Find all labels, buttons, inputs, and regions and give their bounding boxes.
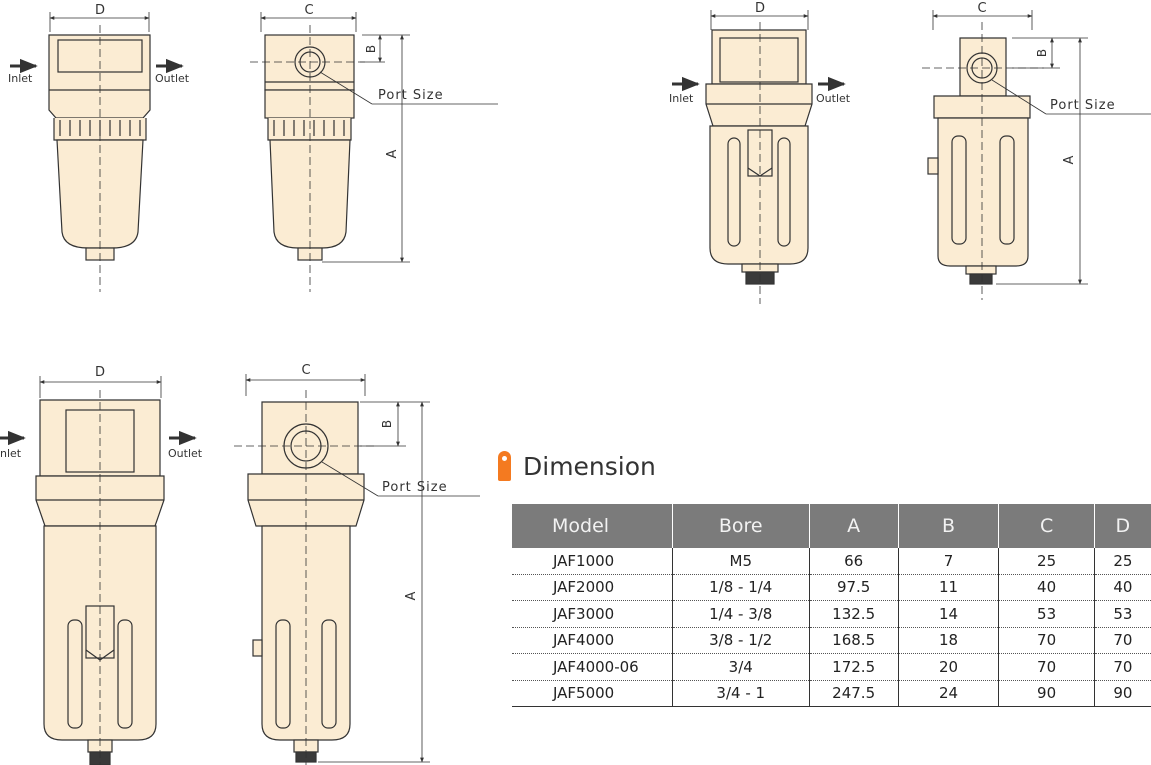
- cell-d: 40: [1094, 574, 1151, 601]
- table-row: JAF2000 1/8 - 1/4 97.5 11 40 40: [512, 574, 1151, 601]
- cell-model: JAF5000: [512, 680, 673, 707]
- cell-bore: 3/4: [672, 653, 810, 681]
- cell-a: 247.5: [809, 680, 899, 707]
- inlet-label: Inlet: [8, 72, 33, 85]
- dim-b-label: B: [1035, 49, 1049, 57]
- section-title: Dimension: [523, 451, 656, 481]
- accent-marker: [498, 451, 511, 481]
- dimension-table: Model Bore A B C D JAF1000 M5 66 7 25 25…: [512, 504, 1151, 707]
- outlet-label: Outlet: [168, 447, 203, 460]
- cell-c: 40: [998, 574, 1095, 601]
- inlet-label: nlet: [0, 447, 22, 460]
- cell-b: 11: [898, 574, 1000, 601]
- cell-a: 172.5: [809, 653, 899, 681]
- outlet-label: Outlet: [816, 92, 851, 105]
- cell-b: 20: [898, 653, 1000, 681]
- cell-b: 18: [898, 627, 1000, 654]
- cell-b: 14: [898, 600, 1000, 628]
- dim-c-label: C: [301, 363, 310, 378]
- cell-c: 90: [998, 680, 1095, 707]
- cell-model: JAF1000: [512, 548, 673, 575]
- dim-d-label: D: [95, 365, 105, 380]
- table-row: JAF3000 1/4 - 3/8 132.5 14 53 53: [512, 600, 1151, 628]
- filter-large-side-view: [234, 374, 480, 765]
- cell-c: 70: [998, 627, 1095, 654]
- dim-b-label: B: [380, 420, 394, 428]
- cell-d: 70: [1094, 653, 1151, 681]
- table-header-row: Model Bore A B C D: [512, 504, 1151, 548]
- cell-d: 90: [1094, 680, 1151, 707]
- cell-d: 25: [1094, 548, 1151, 575]
- cell-model: JAF4000: [512, 627, 673, 654]
- table-row: JAF1000 M5 66 7 25 25: [512, 548, 1151, 575]
- filter-small-front-view: [48, 12, 151, 292]
- header-c: C: [998, 504, 1095, 548]
- cell-b: 24: [898, 680, 1000, 707]
- dim-d-label: D: [755, 1, 765, 16]
- dim-d-label: D: [95, 3, 105, 18]
- header-a: A: [809, 504, 899, 548]
- table-row: JAF4000 3/8 - 1/2 168.5 18 70 70: [512, 627, 1151, 654]
- cell-b: 7: [898, 548, 1000, 575]
- cell-a: 66: [809, 548, 899, 575]
- cell-c: 25: [998, 548, 1095, 575]
- header-d: D: [1094, 504, 1151, 548]
- inlet-label: Inlet: [669, 92, 694, 105]
- cell-model: JAF2000: [512, 574, 673, 601]
- port-size-label: Port Size: [1050, 98, 1116, 113]
- cell-d: 53: [1094, 600, 1151, 628]
- cell-c: 70: [998, 653, 1095, 681]
- dim-a-label: A: [385, 149, 400, 158]
- cell-bore: 3/4 - 1: [672, 680, 810, 707]
- section-heading: Dimension: [498, 448, 656, 484]
- port-size-label: Port Size: [378, 88, 444, 103]
- cell-c: 53: [998, 600, 1095, 628]
- table-row: JAF5000 3/4 - 1 247.5 24 90 90: [512, 680, 1151, 707]
- cell-a: 168.5: [809, 627, 899, 654]
- filter-medium-side-view: [922, 10, 1151, 300]
- cell-bore: 3/8 - 1/2: [672, 627, 810, 654]
- cell-bore: 1/8 - 1/4: [672, 574, 810, 601]
- cell-d: 70: [1094, 627, 1151, 654]
- header-b: B: [898, 504, 1000, 548]
- cell-bore: 1/4 - 3/8: [672, 600, 810, 628]
- header-bore: Bore: [672, 504, 810, 548]
- dim-a-label: A: [404, 591, 419, 600]
- cell-model: JAF3000: [512, 600, 673, 628]
- filter-large-front-view: [35, 376, 165, 765]
- cell-a: 132.5: [809, 600, 899, 628]
- dim-c-label: C: [304, 3, 313, 18]
- filter-small-side-view: [250, 12, 498, 292]
- header-model: Model: [512, 504, 673, 548]
- table-row: JAF4000-06 3/4 172.5 20 70 70: [512, 653, 1151, 681]
- dim-c-label: C: [977, 1, 986, 16]
- outlet-label: Outlet: [155, 72, 190, 85]
- cell-bore: M5: [672, 548, 810, 575]
- cell-model: JAF4000-06: [512, 653, 673, 681]
- cell-a: 97.5: [809, 574, 899, 601]
- dim-b-label: B: [364, 45, 378, 53]
- port-size-label: Port Size: [382, 480, 448, 495]
- filter-medium-front-view: [705, 10, 813, 304]
- dim-a-label: A: [1062, 155, 1077, 164]
